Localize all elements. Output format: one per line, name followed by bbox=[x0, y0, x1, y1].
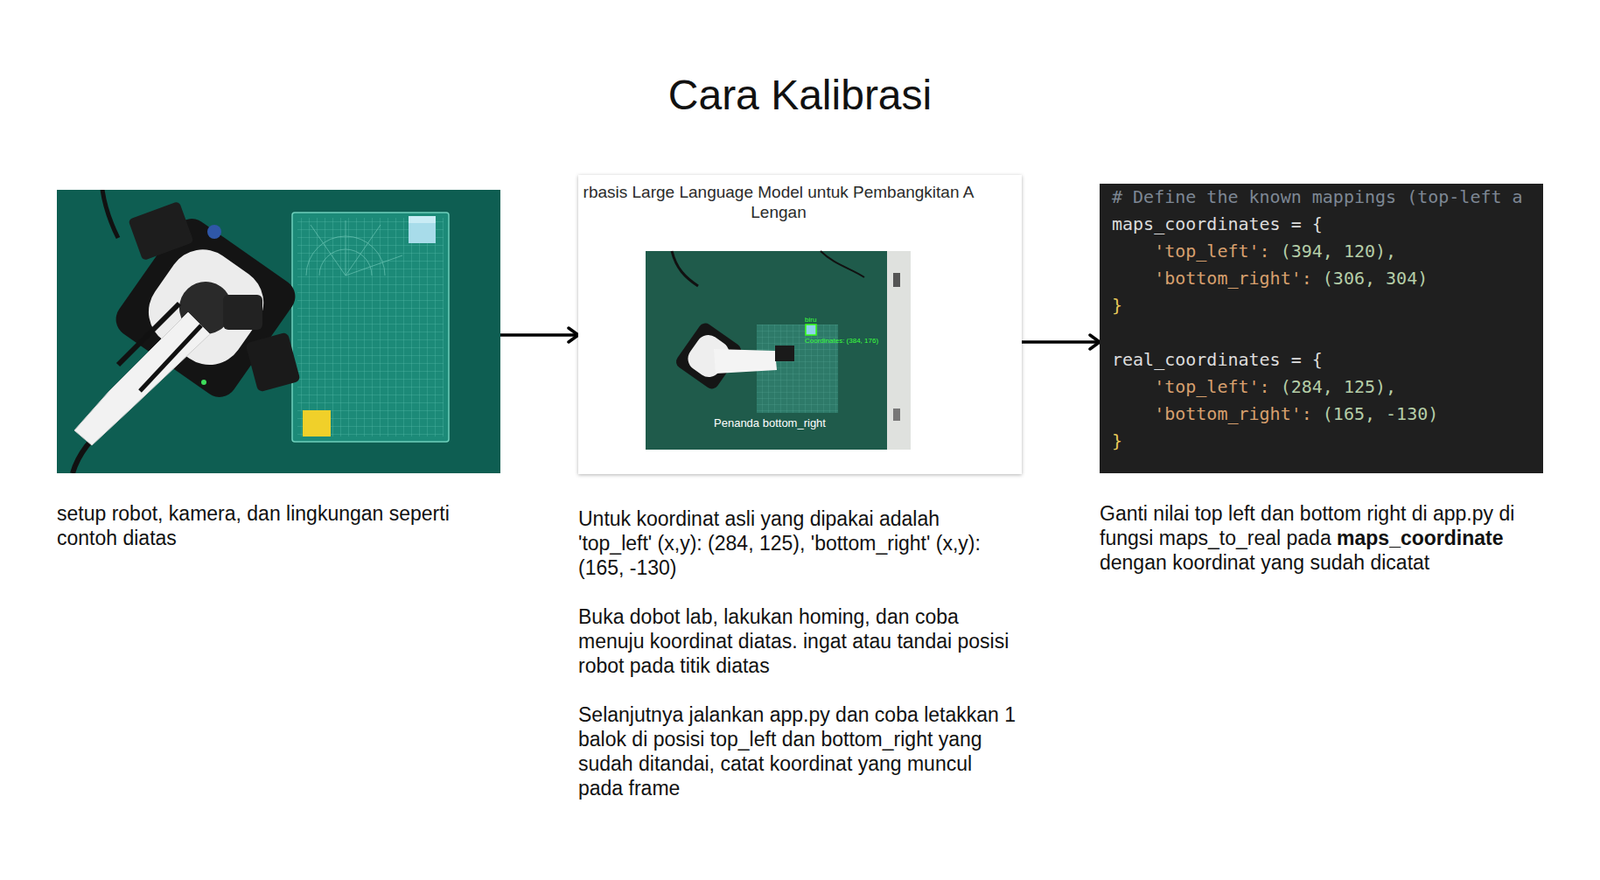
code-line bbox=[1099, 319, 1544, 347]
caption-paragraph: Buka dobot lab, lakukan homing, dan coba… bbox=[578, 604, 1016, 678]
robot-setup-photo bbox=[56, 189, 501, 474]
caption-paragraph: Selanjutnya jalankan app.py dan coba let… bbox=[578, 702, 1016, 801]
code-token: 'bottom_right': bbox=[1153, 267, 1313, 289]
protractor-arc bbox=[319, 249, 372, 276]
code-panel: # Define the known mappings (top-left a m… bbox=[1099, 183, 1544, 474]
frame-background bbox=[645, 251, 911, 450]
code-token: (165, -130) bbox=[1322, 403, 1439, 425]
arm-motor bbox=[223, 294, 263, 330]
calibration-step: rbasis Large Language Model untuk Pemban… bbox=[578, 174, 1022, 825]
calibration-step: # Define the known mappings (top-left a m… bbox=[1099, 183, 1544, 600]
flow-arrow bbox=[500, 333, 579, 337]
caption-text: dengan koordinat yang sudah dicatat bbox=[1099, 551, 1430, 574]
blue-cube-top bbox=[408, 216, 436, 224]
video-frame bbox=[645, 251, 911, 450]
gripper bbox=[775, 345, 795, 362]
wall-object bbox=[893, 408, 901, 421]
photo-panel bbox=[56, 189, 501, 474]
caption-text: Buka dobot lab, lakukan homing, dan coba… bbox=[578, 605, 1009, 678]
arm-cable bbox=[139, 325, 202, 392]
code-line: 'bottom_right': (165, -130) bbox=[1099, 400, 1544, 428]
protractor-arc bbox=[306, 236, 385, 276]
app-title: rbasis Large Language Model untuk Pemban… bbox=[578, 181, 979, 203]
mat-grid bbox=[297, 217, 444, 437]
code-token: (306, 304) bbox=[1322, 267, 1428, 289]
detection-label: biru bbox=[804, 315, 817, 325]
wall bbox=[887, 251, 911, 450]
flow-arrow bbox=[1021, 340, 1100, 344]
caption-text: Untuk koordinat asli yang dipakai adalah… bbox=[578, 507, 981, 580]
caption-paragraph: Untuk koordinat asli yang dipakai adalah… bbox=[578, 506, 1016, 580]
step-caption: Untuk koordinat asli yang dipakai adalah… bbox=[578, 506, 1016, 801]
screen-background bbox=[578, 174, 1022, 475]
status-led bbox=[201, 379, 207, 385]
calibration-step: setup robot, kamera, dan lingkungan sepe… bbox=[56, 189, 501, 575]
robot-arm bbox=[74, 312, 210, 446]
protractor-ray bbox=[310, 220, 403, 276]
mat-protractor bbox=[306, 220, 403, 276]
frame-caption: Penanda bottom_right bbox=[645, 416, 895, 431]
code-token: real_coordinates = { bbox=[1111, 349, 1323, 371]
code-token: } bbox=[1111, 430, 1123, 452]
code-token: } bbox=[1111, 294, 1123, 316]
code-line: real_coordinates = { bbox=[1099, 346, 1544, 374]
code-token: # Define the known mappings (top-left a bbox=[1111, 186, 1524, 208]
gripper bbox=[244, 332, 301, 393]
code-token: 'top_left': bbox=[1153, 240, 1270, 262]
step-caption: setup robot, kamera, dan lingkungan sepe… bbox=[56, 501, 469, 551]
yellow-cube bbox=[302, 410, 331, 437]
step-caption: Ganti nilai top left dan bottom right di… bbox=[1099, 501, 1538, 575]
cable bbox=[671, 251, 699, 287]
cutting-mat bbox=[292, 212, 449, 442]
app-title: Lengan bbox=[578, 202, 979, 223]
caption-text: maps_coordinate bbox=[1336, 526, 1503, 550]
screenshot-panel: rbasis Large Language Model untuk Pemban… bbox=[578, 174, 1022, 475]
caption-text: setup robot, kamera, dan lingkungan sepe… bbox=[56, 502, 450, 550]
code-token: (284, 125), bbox=[1280, 376, 1397, 398]
code-token: 'bottom_right': bbox=[1153, 403, 1313, 425]
code-line: 'top_left': (394, 120), bbox=[1099, 237, 1544, 266]
code-line: } bbox=[1099, 292, 1544, 320]
code-line: # Define the known mappings (top-left a bbox=[1099, 183, 1544, 211]
robot-emblem bbox=[207, 224, 222, 239]
blue-cube bbox=[408, 216, 436, 244]
detection-coordinates: Coordinates: (384, 176) bbox=[804, 336, 879, 346]
code-token: maps_coordinates = { bbox=[1111, 213, 1323, 235]
camera-box bbox=[127, 201, 194, 261]
caption-paragraph: Ganti nilai top left dan bottom right di… bbox=[1099, 501, 1538, 575]
cable bbox=[820, 251, 865, 278]
code-token: (394, 120), bbox=[1280, 240, 1397, 262]
detected-block bbox=[805, 324, 817, 336]
wall-object bbox=[893, 272, 901, 287]
code-token: 'top_left': bbox=[1153, 376, 1270, 398]
code-line: } bbox=[1099, 427, 1544, 455]
diagram-title: Cara Kalibrasi bbox=[0, 70, 1600, 120]
caption-text: Selanjutnya jalankan app.py dan coba let… bbox=[578, 703, 1016, 800]
code-line: 'top_left': (284, 125), bbox=[1099, 373, 1544, 401]
code-listing: # Define the known mappings (top-left a m… bbox=[1099, 183, 1544, 455]
cable bbox=[102, 189, 119, 238]
robot-arm bbox=[713, 349, 777, 374]
code-line: maps_coordinates = { bbox=[1099, 210, 1544, 238]
caption-paragraph: setup robot, kamera, dan lingkungan sepe… bbox=[56, 501, 469, 551]
table-surface bbox=[56, 189, 501, 474]
code-line: 'bottom_right': (306, 304) bbox=[1099, 265, 1544, 293]
